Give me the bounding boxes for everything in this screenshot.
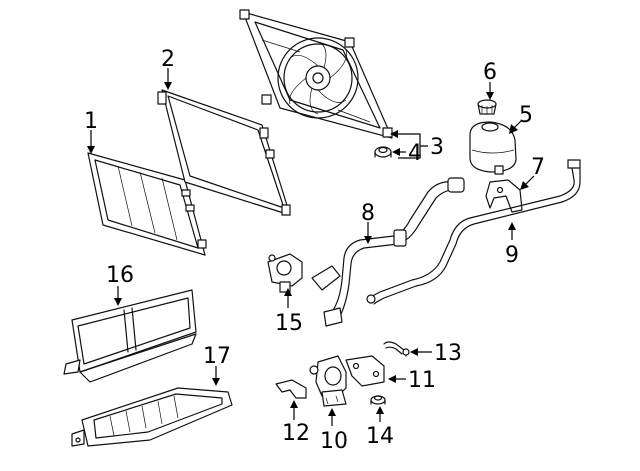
part-7-bracket[interactable] [485,179,523,213]
callout-16: 16 [106,263,134,288]
callout-1: 1 [84,109,98,134]
part-13-hose-clip[interactable] [383,341,410,357]
callout-15: 15 [275,311,303,336]
callout-17: 17 [203,344,231,369]
callout-13: 13 [434,341,462,366]
callout-4: 4 [408,141,422,166]
part-3-fan-shroud[interactable] [239,9,393,139]
part-1-condenser[interactable] [87,152,207,256]
callout-5: 5 [519,103,533,128]
part-8-radiator-hose[interactable] [311,177,465,327]
part-11-pump-bracket[interactable] [345,355,385,387]
callout-2: 2 [161,47,175,72]
callout-6: 6 [483,60,497,85]
leader-lines [87,68,535,426]
part-10-water-pump[interactable] [309,355,347,407]
callout-14: 14 [366,424,394,449]
callout-11: 11 [408,368,436,393]
callout-3: 3 [430,135,444,160]
callout-12: 12 [282,421,310,446]
part-2-radiator[interactable] [157,89,291,216]
part-6-reservoir-cap[interactable] [477,99,497,115]
part-5-coolant-reservoir[interactable] [469,121,517,175]
callout-9: 9 [505,243,519,268]
callout-10: 10 [320,429,348,454]
part-16-grille-shutter[interactable] [63,289,197,383]
callout-8: 8 [361,201,375,226]
part-14-insulator[interactable] [370,395,386,405]
part-15-coolant-valve[interactable] [267,253,303,293]
part-12-clip-bracket[interactable] [275,379,307,399]
part-17-air-deflector[interactable] [71,387,233,447]
callout-7: 7 [531,155,545,180]
part-4-grommet[interactable] [374,146,392,158]
part-9-reservoir-hose[interactable] [366,159,581,305]
